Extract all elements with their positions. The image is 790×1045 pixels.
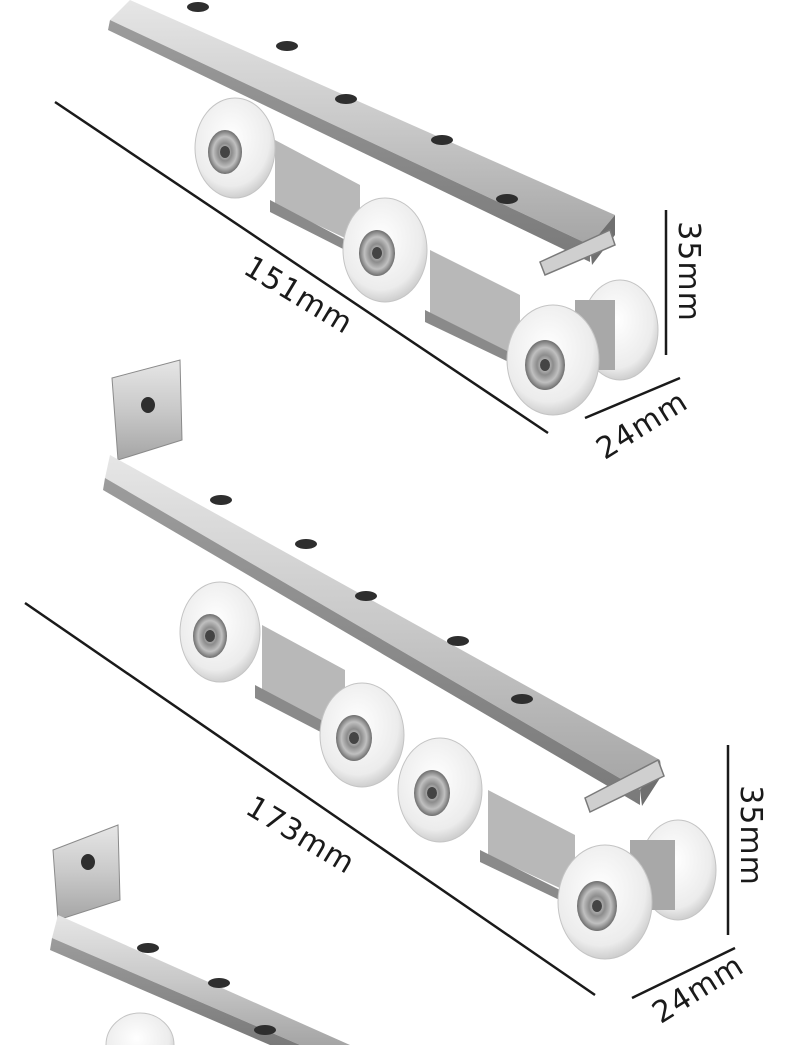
- rail-hole: [511, 694, 533, 704]
- roller-wheel-icon: [506, 279, 659, 416]
- mounting-bracket-icon: [111, 359, 183, 461]
- height-label-top: 35mm: [670, 221, 706, 322]
- dimension-lines-middle: [24, 601, 736, 1000]
- rail-hole: [295, 539, 317, 549]
- steel-rail: [103, 455, 665, 814]
- top-track-assembly: [108, 0, 659, 416]
- rail-hole: [276, 41, 298, 51]
- roller-wheel-icon: [179, 581, 261, 683]
- carriage-block: [270, 140, 520, 365]
- roller-wheel-icon: [342, 197, 428, 303]
- rail-hole: [254, 1025, 276, 1035]
- rail-hole: [447, 636, 469, 646]
- roller-wheel-icon: [105, 1012, 175, 1045]
- roller-wheel-icon: [397, 737, 483, 843]
- roller-wheel-icon: [194, 97, 276, 199]
- roller-wheel-icon: [557, 819, 717, 960]
- bottom-track-assembly: [50, 824, 350, 1045]
- dimension-lines-top: [54, 100, 681, 435]
- middle-track-assembly: [103, 359, 717, 960]
- rail-hole: [355, 591, 377, 601]
- rail-hole: [208, 978, 230, 988]
- mounting-bracket-icon: [52, 824, 121, 921]
- rail-hole: [335, 94, 357, 104]
- rail-hole: [210, 495, 232, 505]
- steel-rail: [108, 0, 616, 276]
- steel-rail: [50, 915, 350, 1045]
- roller-wheel-icon: [319, 682, 405, 788]
- rail-hole: [187, 2, 209, 12]
- rail-hole: [496, 194, 518, 204]
- rail-hole: [137, 943, 159, 953]
- height-label-middle: 35mm: [732, 785, 768, 886]
- rail-hole: [431, 135, 453, 145]
